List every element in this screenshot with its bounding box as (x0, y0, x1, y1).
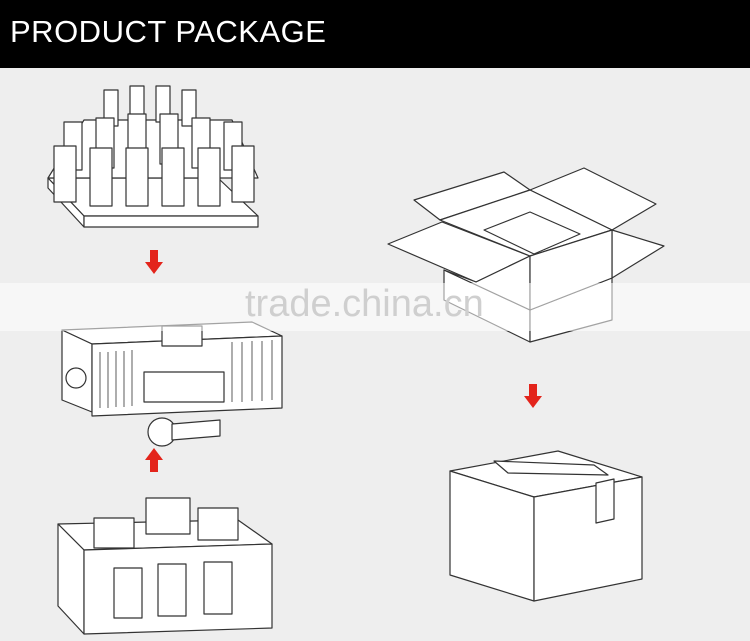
down-arrow-icon (524, 384, 542, 408)
watermark-band (0, 283, 750, 331)
top-foam-tray (44, 82, 264, 232)
led-flood-light (52, 282, 292, 452)
bottom-foam-tray (54, 478, 276, 638)
closed-carton-box (446, 447, 646, 607)
title-bar: PRODUCT PACKAGE (0, 0, 750, 68)
page-title: PRODUCT PACKAGE (10, 14, 327, 49)
watermark-text: trade.china.cn (245, 283, 484, 325)
down-arrow-icon (145, 250, 163, 274)
up-arrow-icon (145, 448, 163, 472)
